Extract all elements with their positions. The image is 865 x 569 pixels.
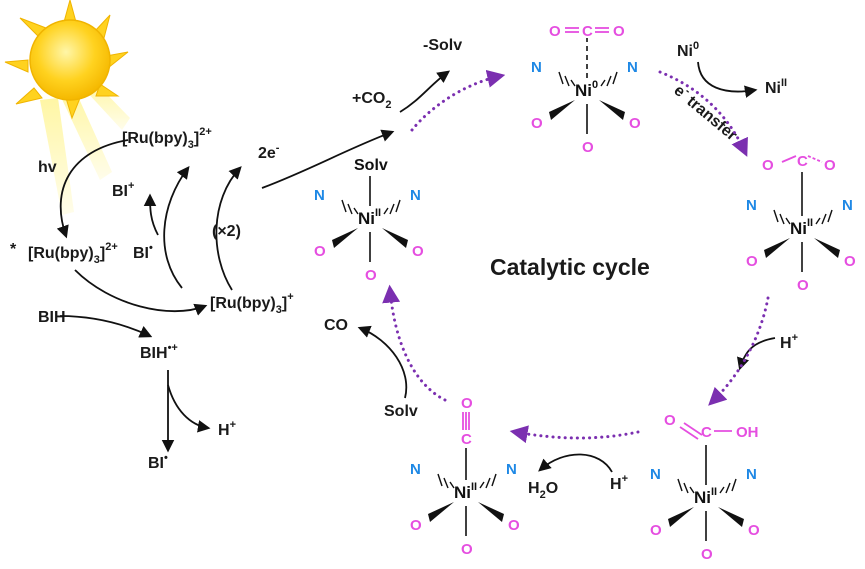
electron-transfer-arrow [261,129,395,189]
c4-ni: NiII [694,486,717,507]
ni0-reagent-label: Ni0 [677,40,699,60]
c4-o-bottom: O [701,546,713,563]
c2-o-right: O [629,115,641,132]
c3-c: C [797,153,808,170]
cycle-arrow-protonation [708,296,770,406]
bih-oxidation-arrow [59,315,153,338]
c4-o-carbonyl: O [664,412,676,429]
ru2-label: [Ru(bpy)3]2+ [122,126,212,151]
water-label: H2O [528,480,558,501]
c5-o-co: O [461,395,473,412]
complex-nii-co: NiII C O N N O O O [410,395,520,558]
bih-label: BIH [38,309,66,326]
bih-radical-cation-label: BIH•+ [140,342,178,362]
c1-n-left: N [314,187,325,204]
ru2-star-label: [Ru(bpy)3]2+ [28,241,118,266]
c3-o-right: O [844,253,856,270]
h-plus-bottom-label: H+ [610,473,628,493]
cycle-arrow-reduction [658,70,748,157]
c5-o-bottom: O [461,541,473,558]
c2-o-right-co2: O [613,23,625,40]
c4-n-left: N [650,466,661,483]
complex-ni0-co2: Ni0 C O O N N O O O [531,23,641,156]
c1-o-left: O [314,243,326,260]
nii-product-label: NiII [765,77,787,97]
solv-in-label: Solv [384,403,418,420]
h-plus-label: H+ [218,419,236,439]
complex-nii-cooh: NiII C O OH N N O O O [650,412,760,563]
quench-arrow [74,269,208,316]
bi-radical-label: BI• [133,242,153,262]
c2-n-left: N [531,59,542,76]
c3-o-left-co2: O [762,157,774,174]
ru2-star-prefix: * [10,241,17,258]
c4-o-right: O [748,522,760,539]
co2-binding-arrow [399,70,451,113]
proton-release-arrow [167,384,211,433]
hv-label: hv [38,159,57,176]
c3-n-right: N [842,197,853,214]
times-two-label: (×2) [212,223,241,240]
c2-n-right: N [627,59,638,76]
c4-oh: OH [736,424,759,441]
c1-ni: NiII [358,207,381,228]
c2-c: C [582,23,593,40]
c2-o-bottom: O [582,139,594,156]
c5-c: C [461,431,472,448]
c1-solv: Solv [354,157,388,174]
c2-o-left-co2: O [549,23,561,40]
c1-n-right: N [410,187,421,204]
c1-o-bottom: O [365,267,377,284]
c4-c: C [701,424,712,441]
sun-icon [4,0,130,215]
hv-excitation-arrow [56,139,129,239]
c5-n-left: N [410,461,421,478]
c5-ni: NiII [454,481,477,502]
dehydration-arrow [538,453,613,473]
c3-n-left: N [746,197,757,214]
c4-n-right: N [746,466,757,483]
c3-ni: NiII [790,217,813,238]
c4-o-left: O [650,522,662,539]
bi-plus-arrow [143,193,159,236]
c2-o-left: O [531,115,543,132]
c5-o-left: O [410,517,422,534]
complex-ni-solv: NiII Solv N N O O O [314,157,424,284]
photoredox-cycle: [Ru(bpy)3]2+ hv * [Ru(bpy)3]2+ [Ru(bpy)3… [10,126,395,472]
bi-radical-bottom-label: BI• [148,452,168,472]
c1-o-right: O [412,243,424,260]
electron-transfer-label: e- transfer [670,80,742,145]
bi-plus-label: BI+ [112,180,134,200]
comproportionation-arrow [697,61,758,98]
two-electron-label: 2e- [258,142,280,162]
plus-co2-label: +CO2 [352,90,391,111]
c3-o-left: O [746,253,758,270]
cycle-arrow-co2-binding [410,69,506,132]
minus-solv-label: -Solv [423,37,462,54]
co-product-label: CO [324,317,348,334]
h-plus-right-label: H+ [780,332,798,352]
protonation-arrow [736,337,776,371]
c3-o-right-co2: O [824,157,836,174]
cycle-arrow-co-release [382,284,447,402]
c5-o-right: O [508,517,520,534]
catalytic-cycle-title: Catalytic cycle [490,254,650,280]
ru1-label: [Ru(bpy)3]+ [210,291,294,316]
c5-n-right: N [506,461,517,478]
cycle-arrow-dehydration [509,425,640,444]
c2-ni: Ni0 [575,79,598,100]
ru1-to-ru2-arrow [215,166,242,291]
complex-nii-co2: NiII C O O N N O O O [746,153,856,294]
c3-o-bottom: O [797,277,809,294]
co-release-arrow [357,325,408,399]
bi-to-ru2-arrow [163,165,190,289]
